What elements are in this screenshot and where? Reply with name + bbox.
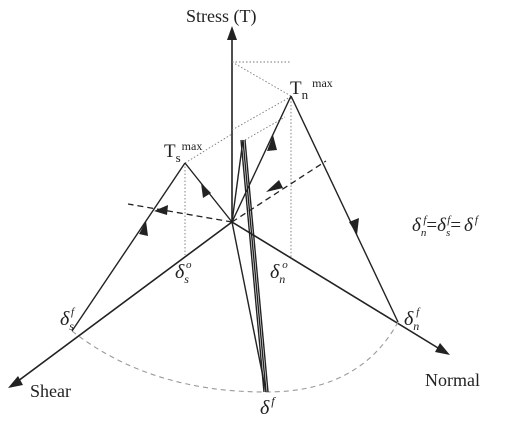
stress-axis-label: Stress (T) <box>186 6 257 27</box>
mixed-mode-softening-line-c <box>244 139 269 393</box>
normal-axis <box>231 221 444 352</box>
delta-n-o-label: δno <box>270 259 288 286</box>
shear-softening-line <box>71 162 186 332</box>
normal-axis-arrowhead <box>435 343 450 355</box>
shear-unloading-line <box>127 203 233 223</box>
mixed-mode-shear-projection <box>231 221 267 393</box>
mixed-mode-curve <box>231 139 269 393</box>
delta-s-o-label: δso <box>175 259 192 286</box>
axes <box>8 26 450 388</box>
normal-traction-curve <box>231 95 399 323</box>
normal-unloading-line <box>231 160 327 223</box>
shear-traction-curve <box>71 162 233 332</box>
tn-max-label: Tnmax <box>290 76 333 102</box>
shear-loading-arrow <box>201 183 211 198</box>
shear-axis-label: Shear <box>30 381 71 401</box>
normal-loading-line <box>231 95 292 223</box>
delta-n-f-label: δnf <box>404 306 421 333</box>
shear-axis-arrowhead <box>8 376 23 388</box>
ts-max-label: Tsmax <box>164 139 202 165</box>
normal-loading-arrow <box>267 135 277 151</box>
normal-softening-arrow <box>349 218 359 235</box>
guide-lines <box>184 61 293 258</box>
normal-axis-label: Normal <box>425 370 480 390</box>
shear-softening-arrow <box>139 221 148 236</box>
ts-max-top-guide <box>184 133 233 164</box>
stress-axis-arrowhead <box>227 26 237 40</box>
normal-softening-line <box>290 95 399 323</box>
mixed-mode-softening-line-b <box>240 139 265 393</box>
delta-s-f-label: δsf <box>60 306 76 333</box>
mixed-mode-softening-line-a <box>242 139 267 393</box>
shear-axis <box>13 221 233 385</box>
mid-back-guide <box>244 116 286 141</box>
mixed-mode-loading-line <box>231 139 244 223</box>
shear-unloading-arrow <box>154 205 168 215</box>
tn-max-projection-guide <box>231 61 292 258</box>
ts-max-back-guide <box>231 95 293 131</box>
failure-arc <box>71 321 399 393</box>
normal-unloading-arrow <box>266 180 283 192</box>
